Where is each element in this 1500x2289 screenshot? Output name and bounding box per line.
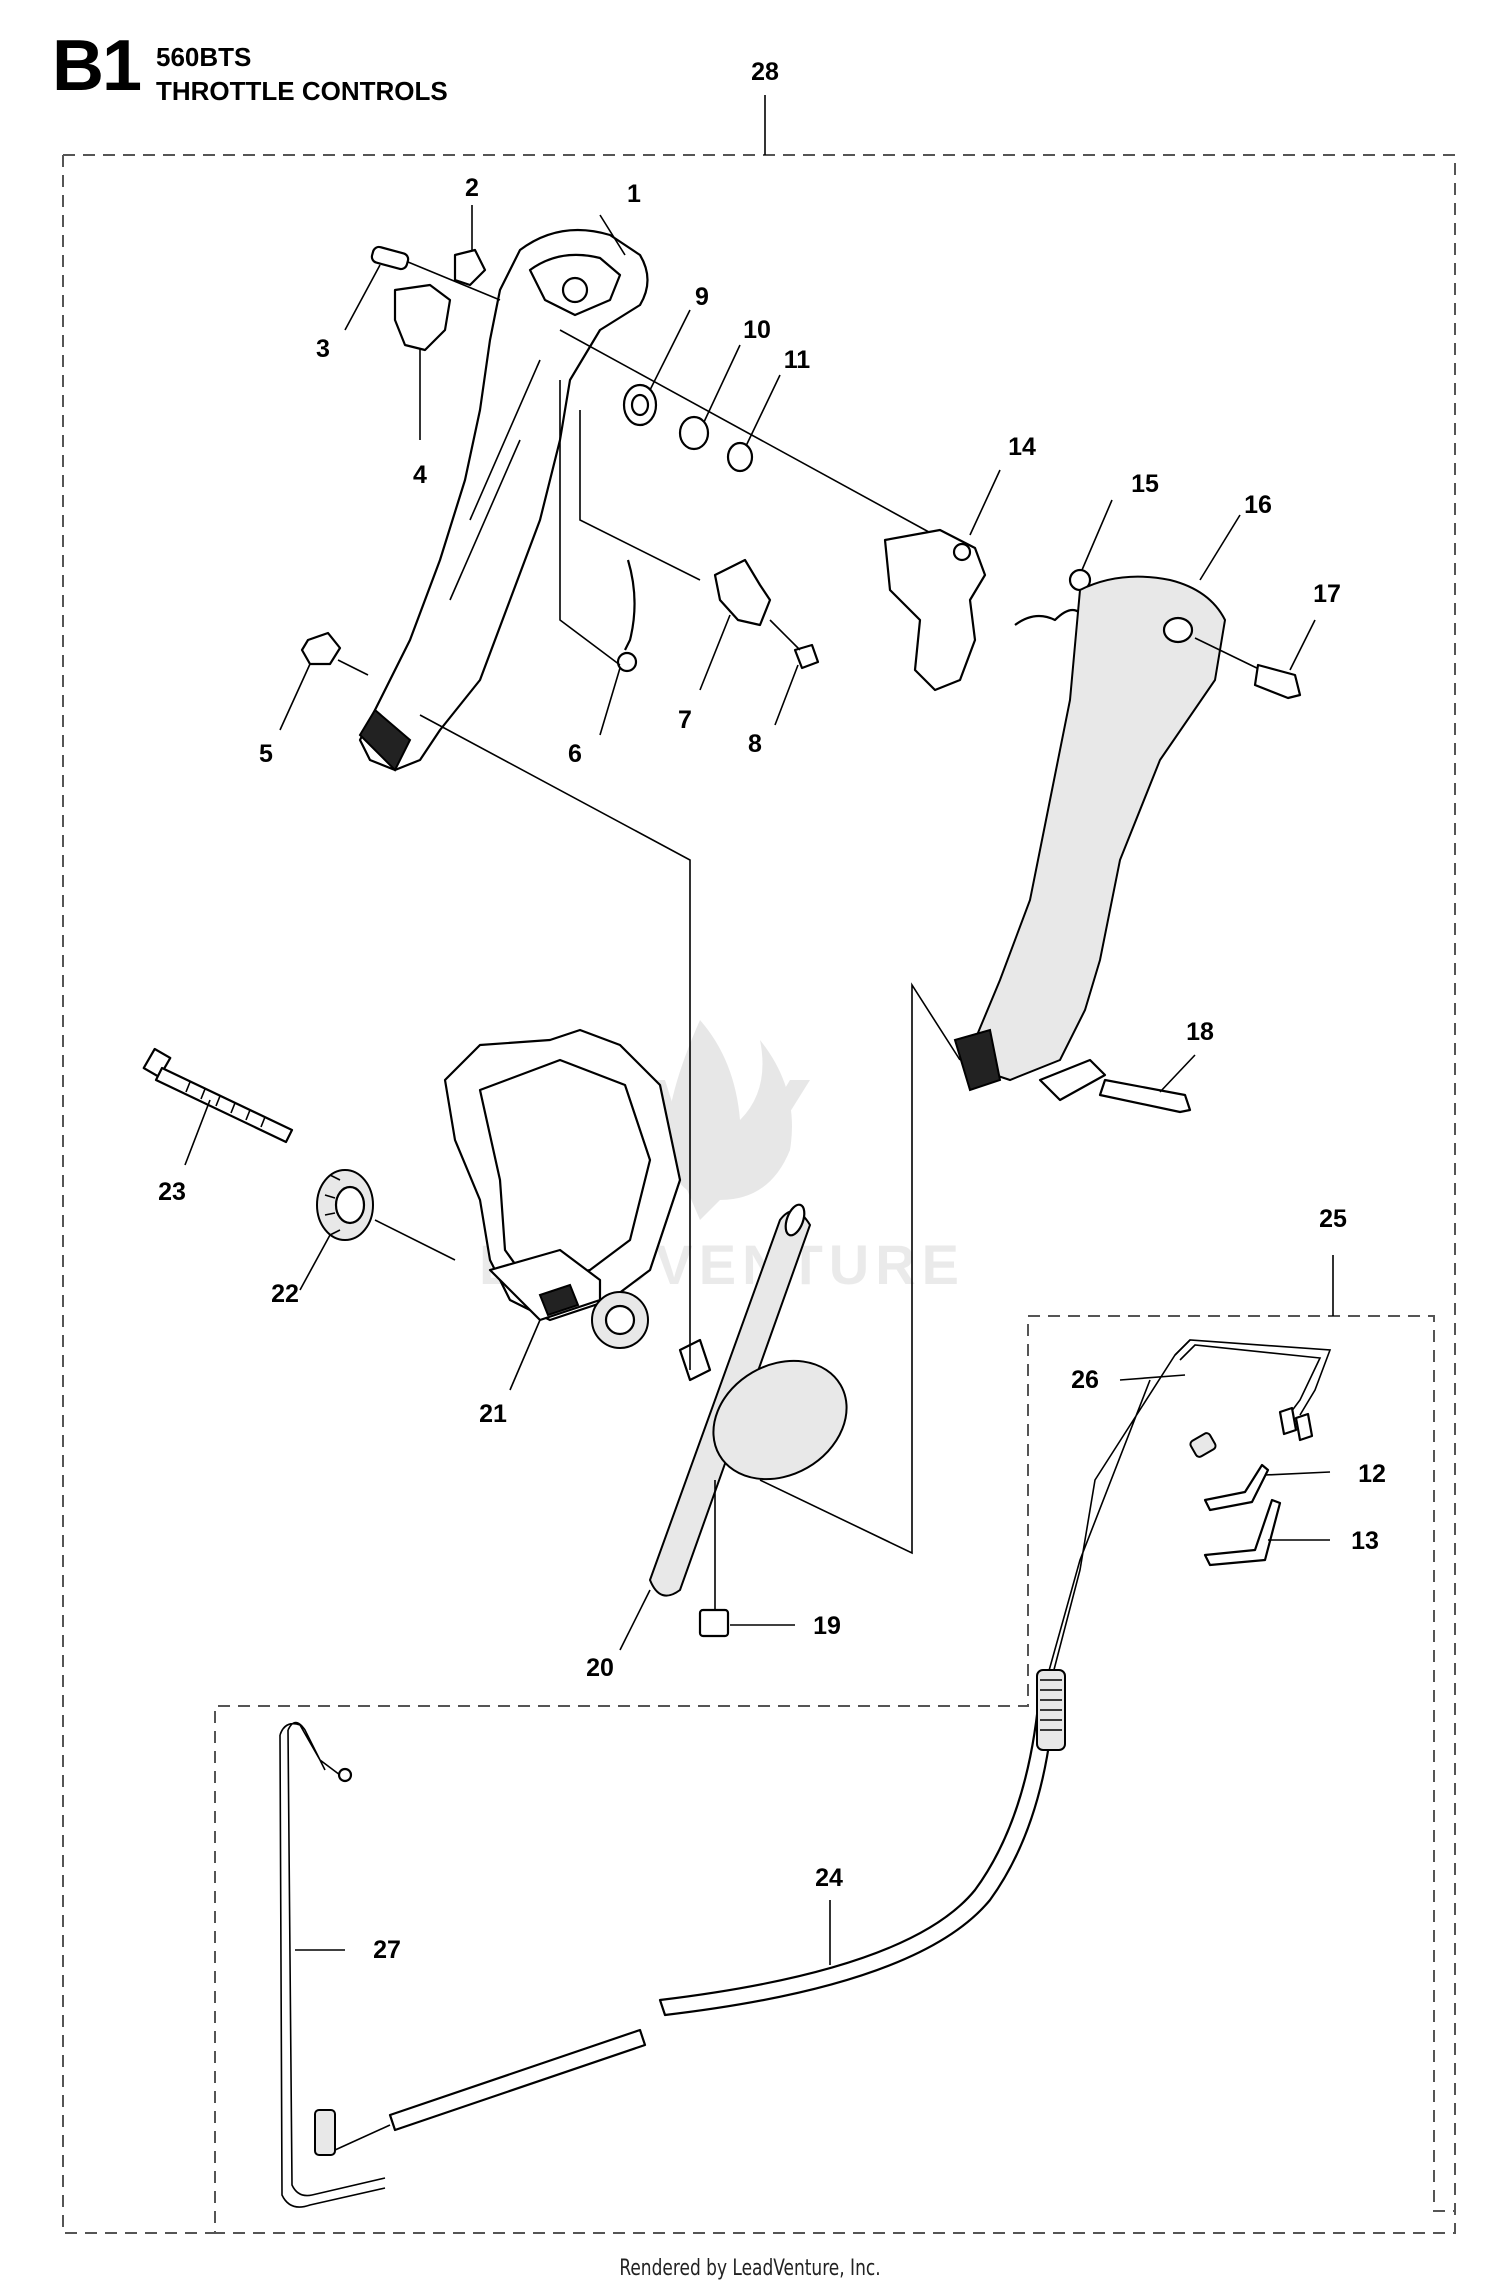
callout-6: 6 bbox=[568, 740, 582, 768]
leader-21 bbox=[509, 1319, 541, 1391]
axis-throttle bbox=[559, 329, 981, 561]
leader-7 bbox=[699, 614, 731, 691]
callout-26: 26 bbox=[1071, 1366, 1099, 1394]
axis-3 bbox=[407, 261, 501, 301]
diagram-title: THROTTLE CONTROLS bbox=[156, 76, 448, 106]
leader-23 bbox=[184, 1099, 211, 1166]
leader-5 bbox=[279, 663, 311, 731]
leader-6 bbox=[599, 667, 621, 736]
assembly-25-boundary bbox=[1028, 1315, 1435, 2211]
callout-2: 2 bbox=[465, 174, 479, 202]
part-27-stop-wire bbox=[279, 1721, 391, 2208]
leader-8 bbox=[774, 664, 799, 726]
callout-7: 7 bbox=[678, 706, 692, 734]
callout-13: 13 bbox=[1351, 1527, 1379, 1555]
part-15-return-spring bbox=[1014, 608, 1086, 626]
callout-19: 19 bbox=[813, 1612, 841, 1640]
callout-14: 14 bbox=[1008, 433, 1036, 461]
callout-3: 3 bbox=[316, 335, 330, 363]
leader-9 bbox=[649, 309, 691, 391]
callout-15: 15 bbox=[1131, 470, 1159, 498]
leader-15 bbox=[1081, 499, 1113, 571]
callout-16: 16 bbox=[1244, 491, 1272, 519]
callout-1: 1 bbox=[627, 180, 641, 208]
callout-24: 24 bbox=[815, 1864, 843, 1892]
callout-27: 27 bbox=[373, 1936, 401, 1964]
part-8-screw bbox=[793, 643, 820, 670]
leader-10 bbox=[703, 344, 741, 423]
part-10-washer bbox=[678, 415, 710, 451]
callout-18: 18 bbox=[1186, 1018, 1214, 1046]
part-18-screw bbox=[1098, 1078, 1192, 1114]
callout-20: 20 bbox=[586, 1654, 614, 1682]
callout-22: 22 bbox=[271, 1280, 299, 1308]
leader-26 bbox=[1119, 1374, 1186, 1381]
leader-1 bbox=[599, 214, 626, 256]
part-12-terminal bbox=[1203, 1463, 1270, 1512]
callout-23: 23 bbox=[158, 1178, 186, 1206]
part-24-throttle-cable bbox=[388, 1339, 1191, 2132]
callout-4: 4 bbox=[413, 461, 427, 489]
part-14-throttle-trigger bbox=[883, 528, 987, 692]
callout-28: 28 bbox=[751, 58, 779, 86]
leader-18 bbox=[1159, 1054, 1196, 1093]
part-16-handle-grip bbox=[953, 575, 1227, 1102]
part-6-spring bbox=[624, 559, 636, 651]
part-11-circlip bbox=[726, 441, 754, 473]
leader-3 bbox=[344, 264, 381, 331]
part-19-square-nut bbox=[698, 1608, 730, 1638]
part-7-plate bbox=[713, 558, 772, 627]
axis-housing-tube bbox=[419, 714, 691, 1370]
part-20-shaft-tube bbox=[648, 1203, 848, 1597]
part-2-clip bbox=[453, 248, 487, 287]
callout-5: 5 bbox=[259, 740, 273, 768]
callout-10: 10 bbox=[743, 316, 771, 344]
leader-12 bbox=[1264, 1471, 1331, 1476]
part-13-terminal bbox=[1203, 1498, 1282, 1567]
callout-9: 9 bbox=[695, 283, 709, 311]
axis-grip-tube bbox=[759, 982, 961, 1555]
part-26-wire-harness bbox=[1174, 1339, 1332, 1458]
assembly-28-boundary bbox=[62, 154, 1456, 2234]
callout-12: 12 bbox=[1358, 1460, 1386, 1488]
part-3-pin bbox=[370, 245, 410, 271]
callout-17: 17 bbox=[1313, 580, 1341, 608]
part-6-coil bbox=[616, 651, 638, 673]
part-17-screw bbox=[1253, 663, 1302, 700]
part-5-nut bbox=[300, 631, 342, 666]
leader-16 bbox=[1199, 514, 1241, 581]
leader-20 bbox=[619, 1589, 651, 1651]
handle-housing-part bbox=[358, 228, 649, 772]
callout-25: 25 bbox=[1319, 1205, 1347, 1233]
callout-8: 8 bbox=[748, 730, 762, 758]
footer-credit: Rendered by LeadVenture, Inc. bbox=[619, 2256, 881, 2281]
part-4-stop-lever bbox=[393, 283, 452, 352]
leader-14 bbox=[969, 469, 1001, 536]
callout-11: 11 bbox=[784, 346, 811, 374]
part-23-bolt bbox=[142, 1047, 294, 1144]
model-number: 560BTS bbox=[156, 42, 252, 72]
leader-22 bbox=[299, 1234, 331, 1291]
callout-21: 21 bbox=[479, 1400, 507, 1428]
part-22-knob bbox=[316, 1169, 374, 1241]
leader-17 bbox=[1289, 619, 1316, 671]
part-21-handle-clamp bbox=[443, 1028, 682, 1322]
section-code: B1 bbox=[52, 26, 142, 106]
